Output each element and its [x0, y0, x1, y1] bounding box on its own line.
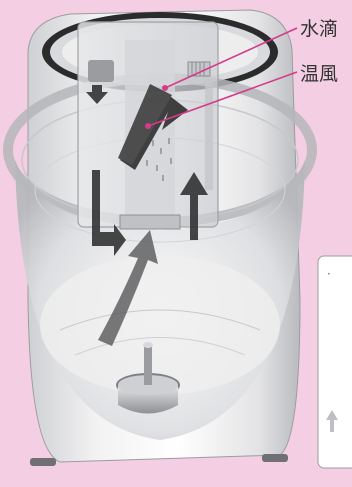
- label-warm-air: 温風: [300, 63, 338, 85]
- svg-text:·: ·: [327, 267, 331, 281]
- side-panel: [318, 256, 352, 468]
- label-water-drop: 水滴: [300, 18, 338, 40]
